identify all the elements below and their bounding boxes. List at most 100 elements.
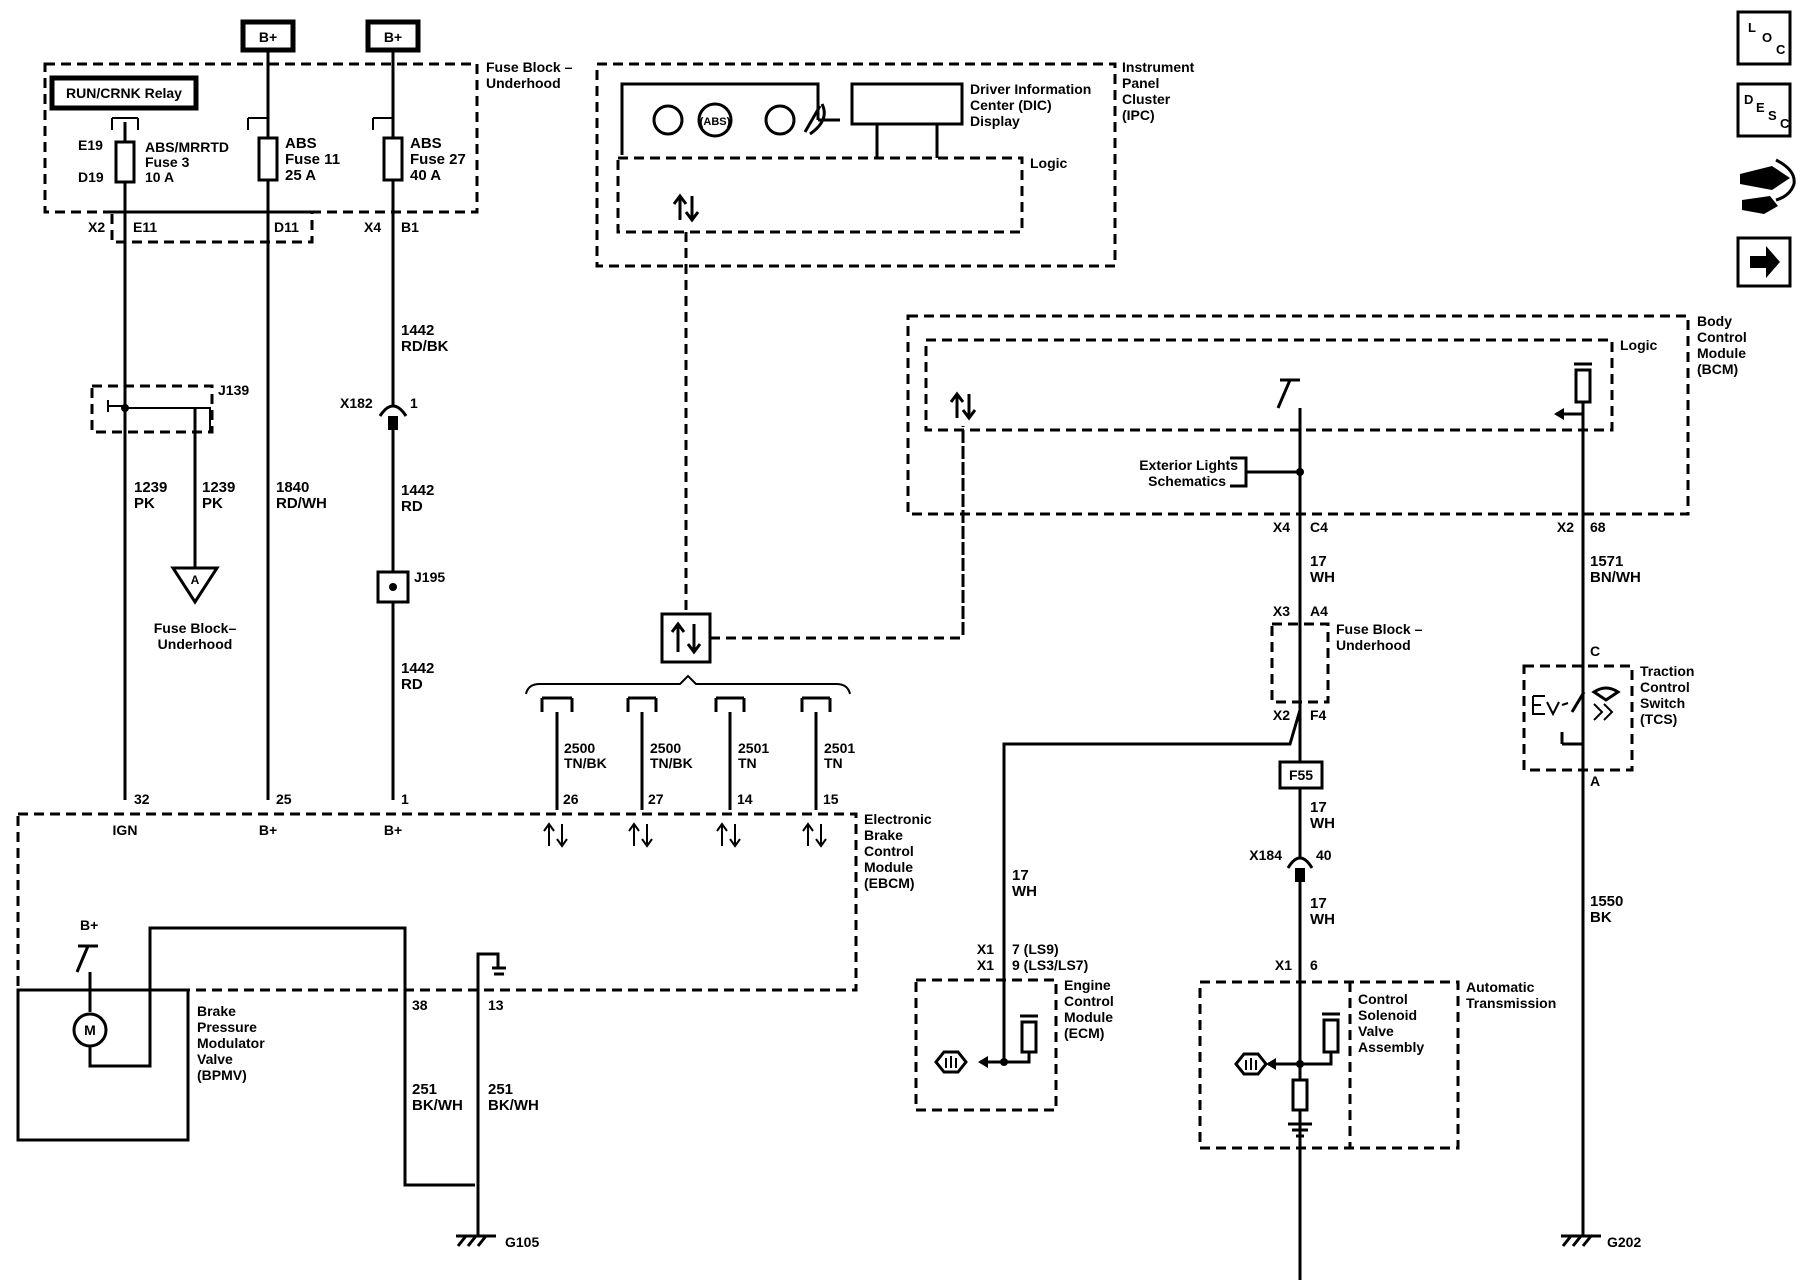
svg-text:C4: C4 bbox=[1310, 519, 1328, 535]
loc-icon[interactable]: L O C bbox=[1736, 10, 1792, 66]
svg-text:1442: 1442 bbox=[401, 482, 434, 499]
svg-text:1571: 1571 bbox=[1590, 553, 1623, 570]
svg-text:Fuse Block –: Fuse Block – bbox=[1336, 621, 1423, 637]
fuse-block-title: Fuse Block – bbox=[486, 59, 573, 75]
svg-text:E: E bbox=[1756, 100, 1765, 115]
svg-text:B+: B+ bbox=[80, 917, 98, 933]
svg-text:Electronic: Electronic bbox=[864, 811, 932, 827]
svg-text:TN: TN bbox=[738, 755, 757, 771]
fuse-11 bbox=[257, 136, 279, 182]
dic-display bbox=[850, 82, 964, 126]
tcm-processor-icon bbox=[1234, 1052, 1268, 1076]
svg-text:Display: Display bbox=[970, 113, 1020, 129]
svg-text:J195: J195 bbox=[414, 569, 445, 585]
svg-text:RD/BK: RD/BK bbox=[401, 338, 449, 355]
svg-text:J139: J139 bbox=[218, 382, 249, 398]
svg-text:RD: RD bbox=[401, 676, 423, 693]
svg-text:PK: PK bbox=[202, 495, 223, 512]
svg-text:Logic: Logic bbox=[1620, 337, 1658, 353]
fuse-block-underhood-top bbox=[43, 62, 479, 214]
svg-text:A: A bbox=[191, 573, 200, 587]
traction-lamp-icon bbox=[764, 103, 826, 136]
svg-text:F4: F4 bbox=[1310, 707, 1327, 723]
svg-text:B+: B+ bbox=[259, 29, 277, 45]
pump-motor-icon: M bbox=[72, 1012, 108, 1048]
svg-text:26: 26 bbox=[563, 791, 579, 807]
svg-text:M: M bbox=[84, 1022, 96, 1038]
svg-text:2501: 2501 bbox=[824, 740, 855, 756]
svg-text:L: L bbox=[1748, 20, 1756, 35]
svg-text:X4: X4 bbox=[364, 219, 381, 235]
svg-text:68: 68 bbox=[1590, 519, 1606, 535]
svg-text:Control: Control bbox=[1064, 993, 1114, 1009]
svg-text:2500: 2500 bbox=[650, 740, 681, 756]
svg-text:RUN/CRNK Relay: RUN/CRNK Relay bbox=[66, 85, 182, 101]
engine-control-module bbox=[914, 978, 1058, 1112]
svg-text:D: D bbox=[1744, 92, 1753, 107]
svg-text:TN/BK: TN/BK bbox=[564, 755, 607, 771]
svg-text:(IPC): (IPC) bbox=[1122, 107, 1155, 123]
svg-text:Module: Module bbox=[864, 859, 913, 875]
svg-text:Schematics: Schematics bbox=[1148, 473, 1226, 489]
bplus-source-2: B+ bbox=[365, 19, 421, 53]
fuse-f55 bbox=[1278, 760, 1324, 790]
svg-text:BK: BK bbox=[1590, 909, 1612, 926]
desc-icon[interactable]: D E S C bbox=[1736, 82, 1792, 138]
svg-text:Driver Information: Driver Information bbox=[970, 81, 1091, 97]
svg-text:Engine: Engine bbox=[1064, 977, 1111, 993]
svg-text:251: 251 bbox=[412, 1081, 437, 1098]
svg-text:17: 17 bbox=[1310, 895, 1327, 912]
svg-text:7 (LS9): 7 (LS9) bbox=[1012, 941, 1059, 957]
automatic-transmission bbox=[1198, 980, 1460, 1150]
svg-text:X1: X1 bbox=[977, 957, 994, 973]
ipc-data-arrow-icon bbox=[672, 193, 700, 223]
svg-text:A: A bbox=[1590, 773, 1600, 789]
svg-text:Logic: Logic bbox=[1030, 155, 1068, 171]
svg-text:WH: WH bbox=[1310, 911, 1335, 928]
svg-text:C: C bbox=[1590, 643, 1600, 659]
svg-text:Underhood: Underhood bbox=[486, 75, 561, 91]
svg-text:C: C bbox=[1780, 116, 1790, 131]
svg-text:S: S bbox=[1768, 108, 1777, 123]
svg-text:B1: B1 bbox=[401, 219, 419, 235]
svg-text:1239: 1239 bbox=[134, 479, 167, 496]
serial-data-gateway-icon bbox=[660, 612, 712, 664]
svg-text:(EBCM): (EBCM) bbox=[864, 875, 915, 891]
svg-text:X1: X1 bbox=[977, 941, 994, 957]
svg-text:BK/WH: BK/WH bbox=[488, 1097, 539, 1114]
fuse-3 bbox=[114, 140, 136, 184]
svg-text:1550: 1550 bbox=[1590, 893, 1623, 910]
svg-text:(TCS): (TCS) bbox=[1640, 711, 1677, 727]
svg-text:32: 32 bbox=[134, 791, 150, 807]
fuse-block-underhood-mid bbox=[1270, 622, 1330, 704]
svg-text:Instrument: Instrument bbox=[1122, 59, 1195, 75]
svg-text:BN/WH: BN/WH bbox=[1590, 569, 1641, 586]
instrument-panel-cluster bbox=[595, 62, 1117, 268]
svg-text:X182: X182 bbox=[340, 395, 373, 411]
svg-text:15: 15 bbox=[823, 791, 839, 807]
svg-text:1840: 1840 bbox=[276, 479, 309, 496]
svg-text:G105: G105 bbox=[505, 1234, 539, 1250]
svg-text:40: 40 bbox=[1316, 847, 1332, 863]
svg-text:G202: G202 bbox=[1607, 1234, 1641, 1250]
svg-text:ABS/MRRTD: ABS/MRRTD bbox=[145, 139, 229, 155]
svg-text:X3: X3 bbox=[1273, 603, 1290, 619]
svg-text:251: 251 bbox=[488, 1081, 513, 1098]
svg-text:TN: TN bbox=[824, 755, 843, 771]
svg-text:1442: 1442 bbox=[401, 660, 434, 677]
connector-x2 bbox=[110, 210, 314, 244]
connector-tools-icon[interactable] bbox=[1740, 158, 1796, 214]
svg-text:17: 17 bbox=[1310, 799, 1327, 816]
svg-text:Cluster: Cluster bbox=[1122, 91, 1171, 107]
run-crank-relay: RUN/CRNK Relay bbox=[49, 75, 199, 111]
svg-text:Module: Module bbox=[1697, 345, 1746, 361]
svg-text:WH: WH bbox=[1310, 569, 1335, 586]
traction-car-icon bbox=[1591, 686, 1621, 721]
svg-text:14: 14 bbox=[737, 791, 753, 807]
svg-text:17: 17 bbox=[1012, 867, 1029, 884]
svg-text:E19: E19 bbox=[78, 137, 103, 153]
svg-text:10 A: 10 A bbox=[145, 169, 174, 185]
next-arrow-icon[interactable] bbox=[1736, 236, 1792, 288]
traction-control-switch bbox=[1522, 664, 1634, 772]
